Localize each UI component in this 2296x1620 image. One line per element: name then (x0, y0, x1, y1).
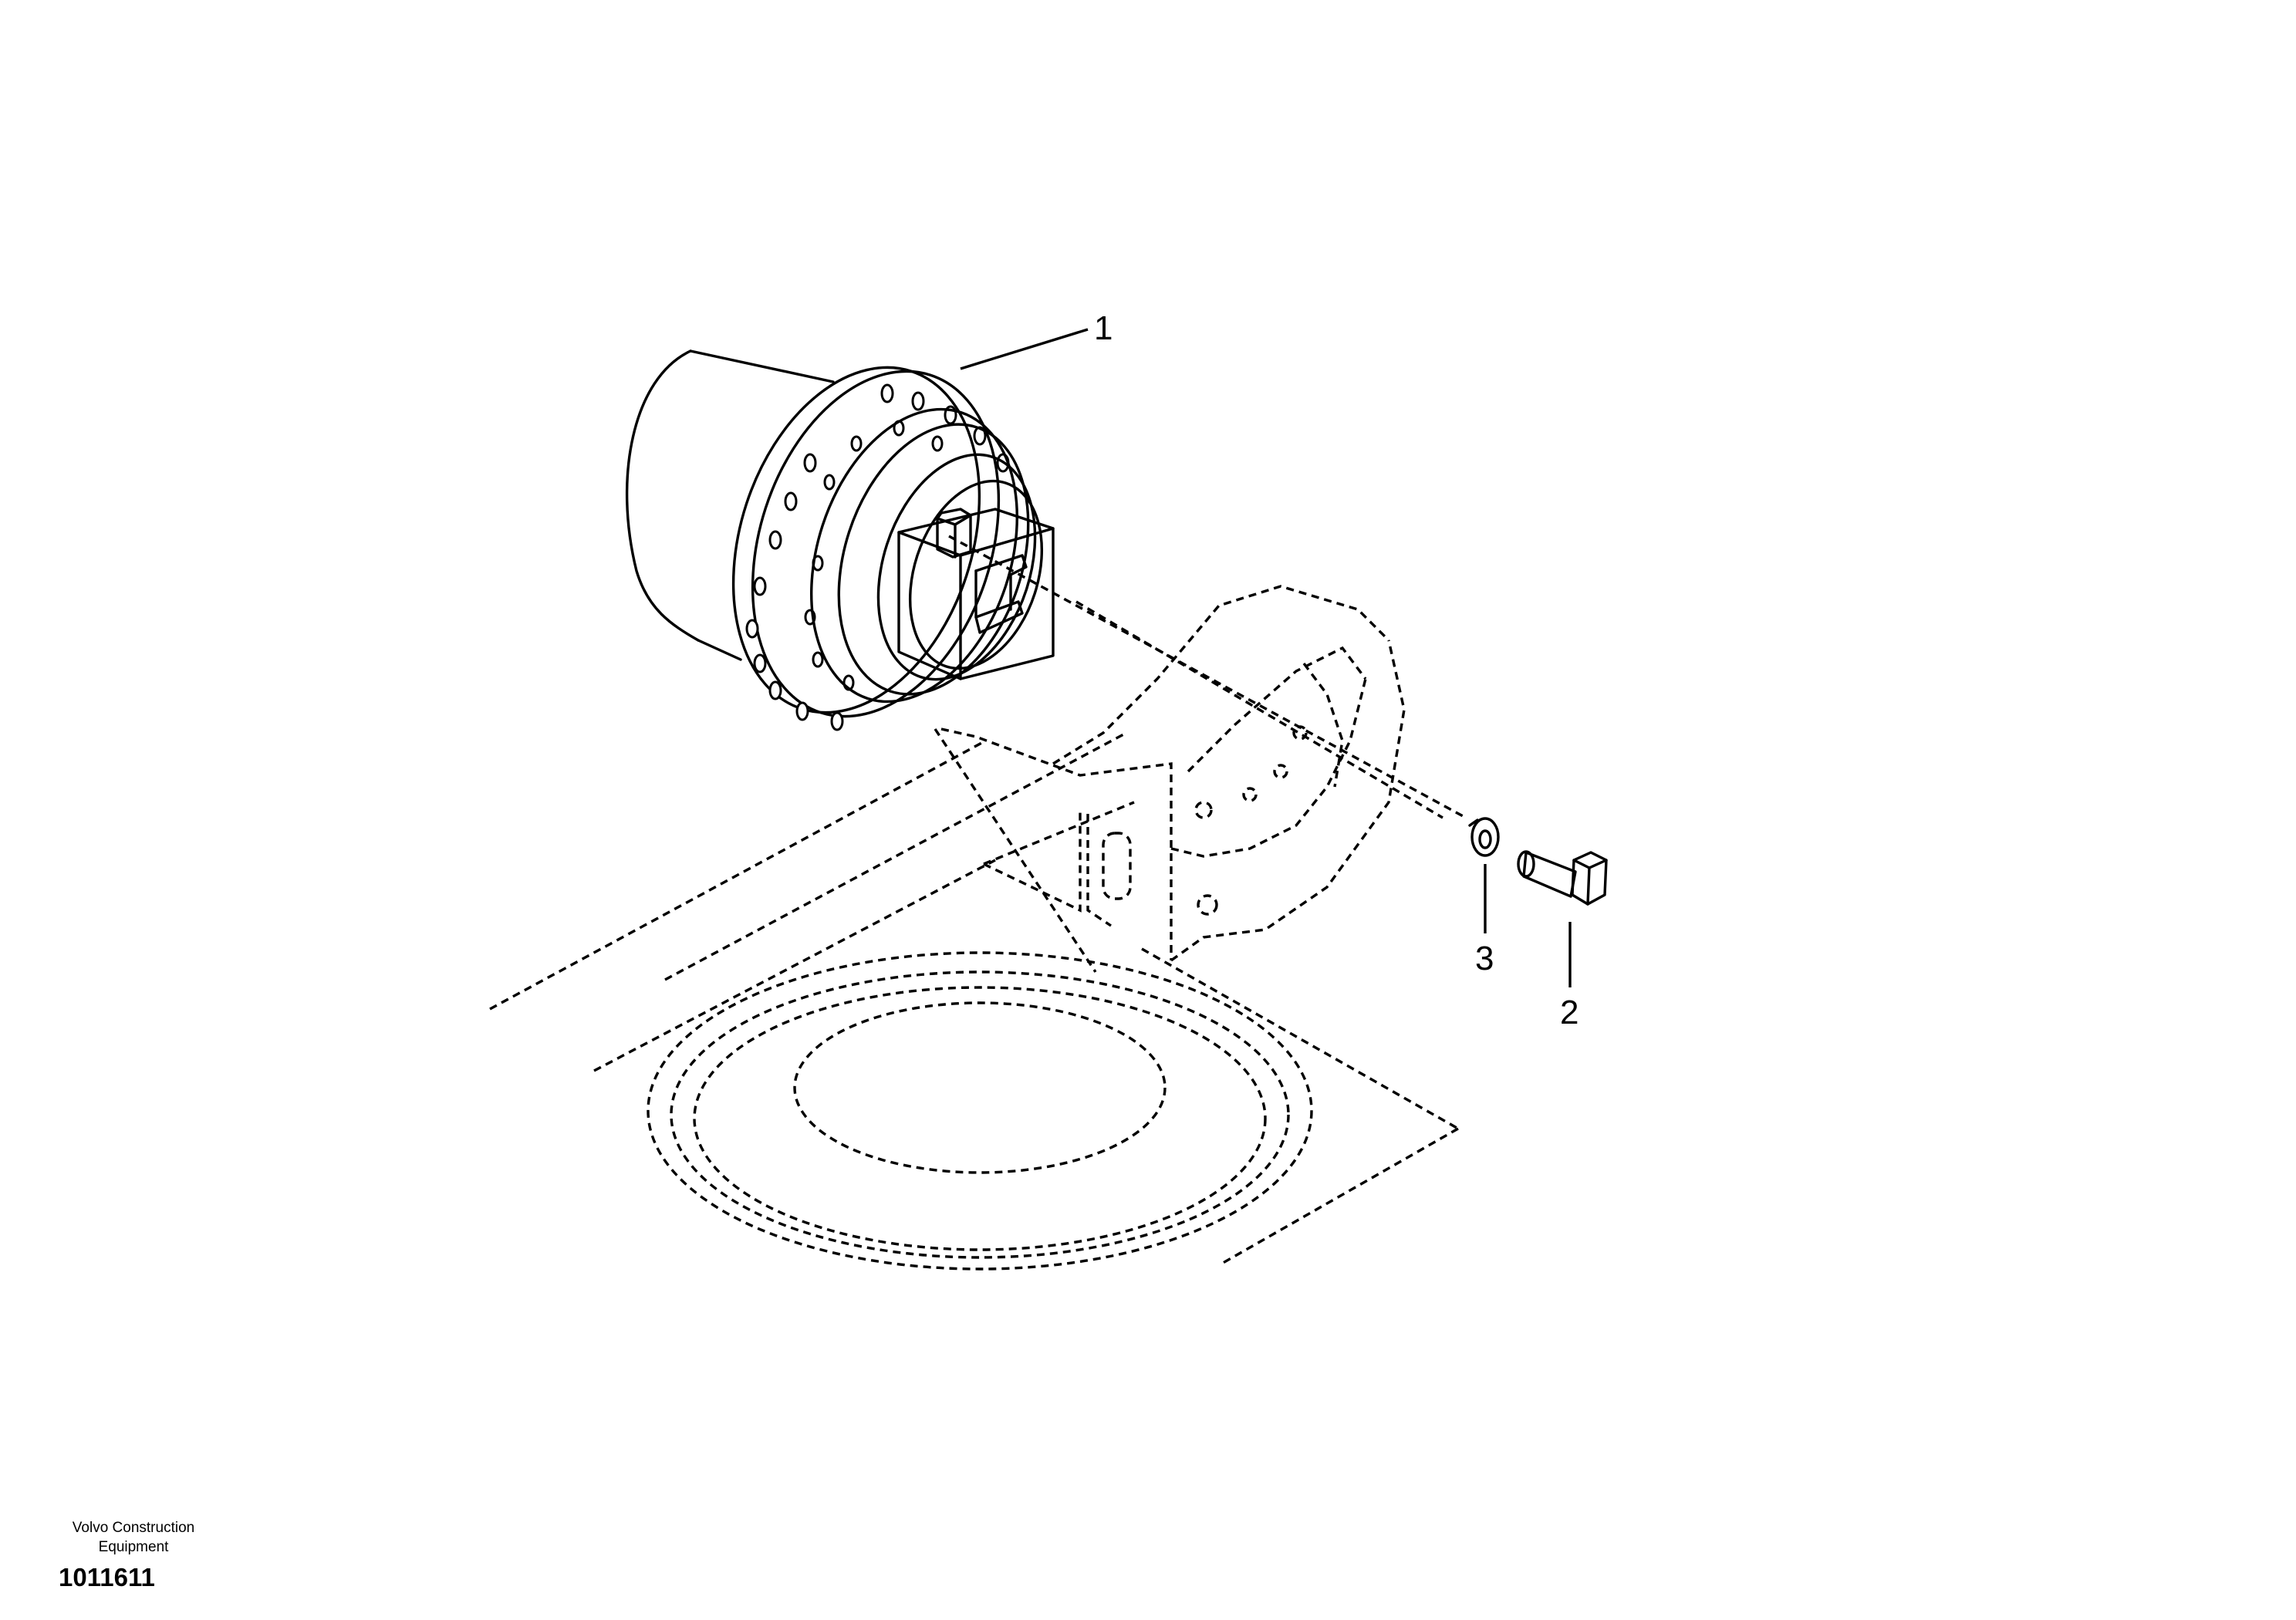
callout-3: 3 (1475, 940, 1494, 977)
hex-bolt (1517, 850, 1608, 906)
valve-block (897, 508, 1055, 680)
manufacturer-label: Volvo Construction Equipment (45, 1518, 222, 1557)
track-frame-phantom (489, 585, 1459, 1267)
drawing-reference-number: 1011611 (59, 1563, 155, 1591)
travel-motor (625, 349, 1055, 731)
callout-1: 1 (1094, 309, 1113, 347)
assembly-lines (948, 535, 1467, 819)
leader-line-1 (960, 328, 1089, 370)
lock-washer (1468, 817, 1500, 857)
brand-line-1: Volvo Construction (72, 1520, 195, 1536)
swing-ring-phantom (647, 951, 1313, 1271)
callout-2: 2 (1560, 994, 1578, 1031)
brand-line-2: Equipment (98, 1539, 169, 1555)
